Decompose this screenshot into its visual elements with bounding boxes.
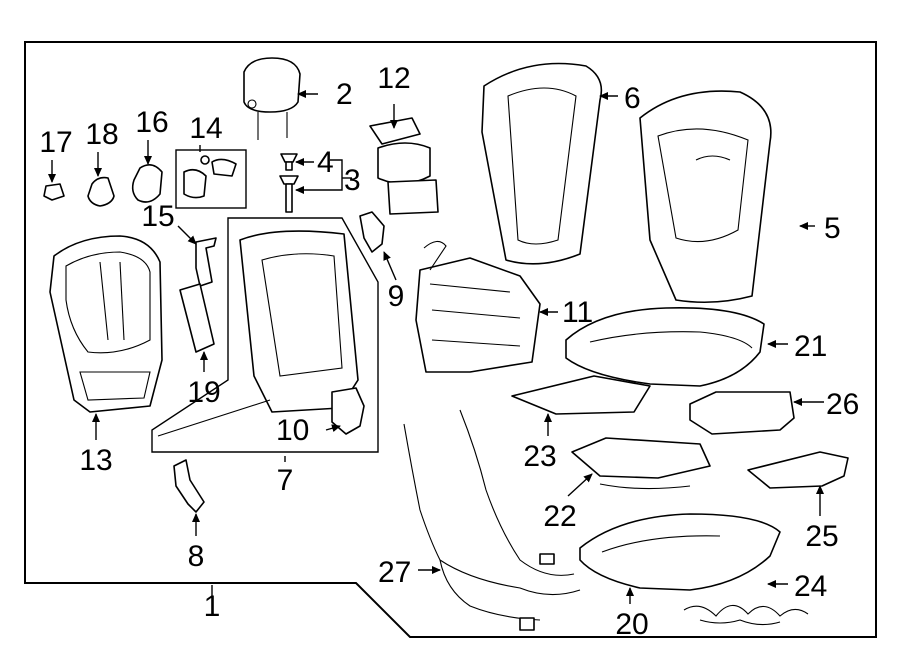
recliner-motor-10 [331,387,365,435]
seatback-panel-13 [49,235,163,413]
trim-bezel-18 [87,176,115,207]
bracket-15 [195,237,217,287]
callout-10: 10 [276,414,309,447]
callout-8: 8 [188,540,205,573]
bracket-9 [359,211,385,253]
callout-12: 12 [377,62,410,95]
callout-4: 4 [317,146,334,179]
cushion-pad-22 [571,437,711,490]
headrest-guide-part [279,153,299,213]
callout-17: 17 [39,126,72,159]
callout-14: 14 [189,112,222,145]
latch-kit-part [175,149,247,209]
cushion-frame-20 [579,513,781,591]
bracket-8 [173,459,205,513]
callout-18: 18 [85,118,118,151]
cushion-extension-26 [689,391,795,435]
seatback-cover-6 [481,62,603,265]
callout-1: 1 [204,590,221,623]
heater-mat-23 [511,375,651,415]
callout-22: 22 [543,500,576,533]
callout-21: 21 [794,330,827,363]
seat-springs-24 [683,604,809,626]
leader-lines [48,90,824,604]
callout-24: 24 [794,570,827,603]
callout-9: 9 [388,280,405,313]
callout-26: 26 [826,388,859,421]
callout-27: 27 [378,556,411,589]
lumbar-11 [415,240,541,373]
callout-25: 25 [805,520,838,553]
airbag-19 [179,283,215,353]
callout-7: 7 [277,464,294,497]
callout-16: 16 [135,106,168,139]
frame-group-box [151,217,379,453]
callout-5: 5 [824,212,841,245]
callout-3: 3 [344,164,361,197]
callout-11: 11 [562,296,593,329]
callout-20: 20 [615,608,648,641]
callout-19: 19 [187,376,220,409]
cushion-cover-21 [565,307,765,387]
trim-panel-25 [747,451,849,489]
bolster-12 [369,117,439,215]
callout-15: 15 [141,200,174,233]
diagram-border [24,41,877,638]
button-17 [43,183,65,201]
wiring-harness-27 [403,409,581,631]
seatback-back-5 [639,90,772,304]
callout-23: 23 [523,440,556,473]
callout-13: 13 [79,444,112,477]
trim-cover-16 [131,164,163,203]
headrest-part [243,57,301,140]
callout-6: 6 [624,82,641,115]
callout-2: 2 [336,78,353,111]
